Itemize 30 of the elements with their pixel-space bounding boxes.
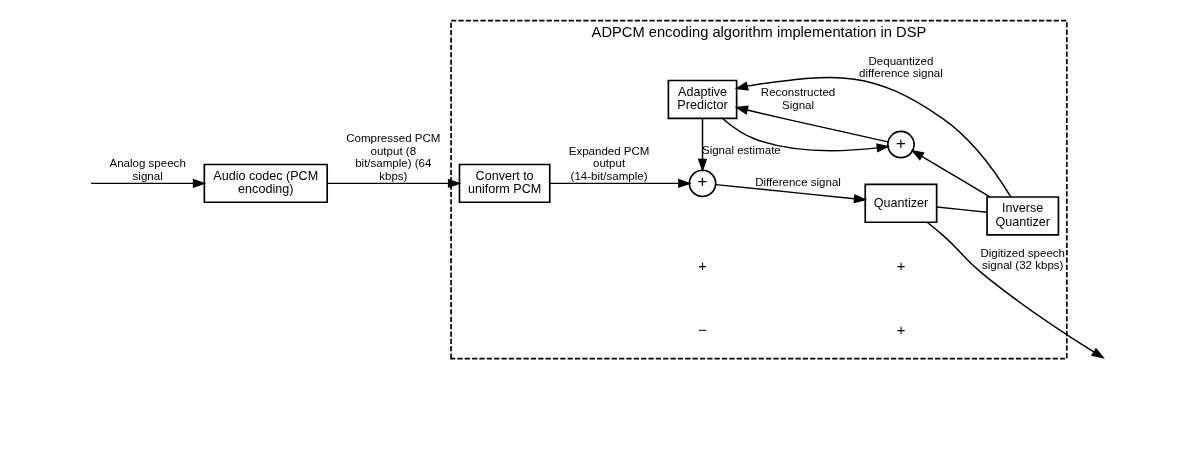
node-circle: + [688, 169, 716, 198]
edge-label: Dequantized difference signal [858, 54, 943, 80]
edge-label: Analog speech signal [109, 157, 186, 183]
label: + [896, 322, 905, 339]
arrow [548, 178, 692, 189]
label: − [697, 322, 707, 339]
node-box: Inverse Quantizer [985, 196, 1059, 236]
edge-label: Difference signal [754, 176, 841, 189]
node-circle: + [886, 130, 915, 159]
arrow [714, 183, 867, 204]
arrow [910, 149, 991, 198]
arrow [721, 117, 890, 153]
node-box: Adaptive Predictor [667, 79, 737, 120]
edge-label: Reconstructed Signal [760, 86, 835, 111]
edge-label: Digitized speech signal (32 kbps) [979, 246, 1065, 272]
node-box: Convert to uniform PCM [458, 163, 551, 204]
arrow [734, 76, 1012, 198]
connector [935, 206, 988, 213]
edge-label: Expanded PCM output (14-bit/sample) [568, 144, 649, 183]
node-box: Audio codec (PCM encoding) [203, 163, 328, 204]
label: + [896, 258, 905, 275]
edge-label: Compressed PCM output (8 bit/sample) (64 kbps) [345, 132, 440, 183]
arrow [925, 221, 1105, 359]
arrow [734, 105, 889, 143]
arrow [697, 117, 707, 173]
edge-label: Signal estimate [701, 143, 781, 156]
arrow [89, 178, 206, 189]
node-box: Quantizer [863, 183, 937, 224]
arrow [326, 178, 461, 189]
label: + [697, 258, 707, 275]
